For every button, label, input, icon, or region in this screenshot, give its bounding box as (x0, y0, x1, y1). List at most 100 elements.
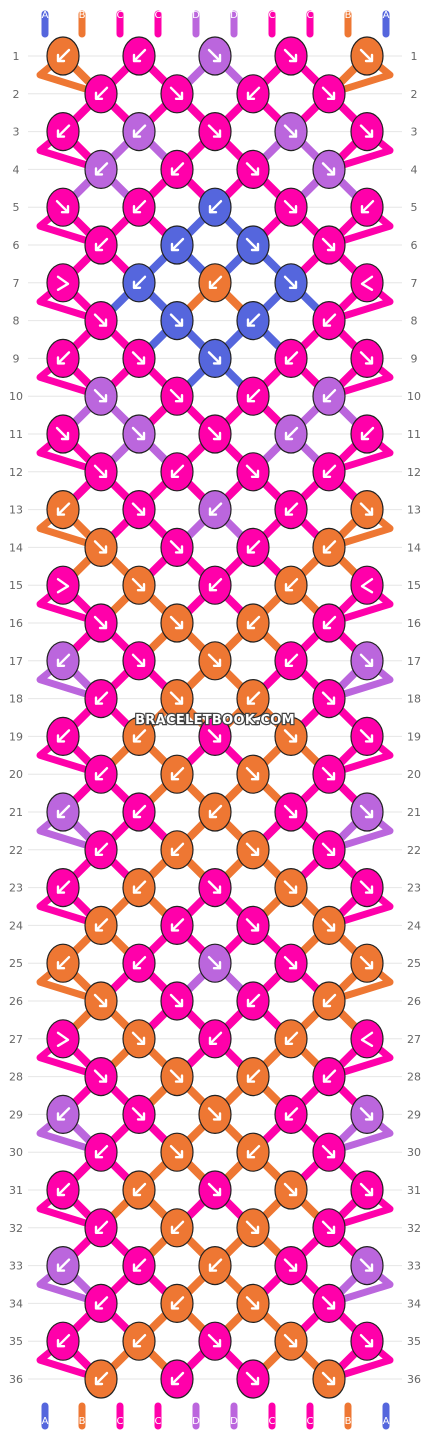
knot-arrow-icon (246, 1144, 261, 1159)
knot-arrow-icon (359, 124, 374, 138)
knot (122, 1094, 156, 1135)
knot (160, 74, 194, 114)
knot-body (46, 565, 80, 605)
knot (84, 149, 118, 189)
row-number-left: 16 (9, 617, 23, 630)
knot-arrow-icon (207, 653, 222, 667)
knot (274, 1170, 308, 1210)
row-number-left: 21 (9, 806, 23, 819)
knot (46, 867, 80, 908)
knot (236, 603, 270, 643)
row-number-right: 9 (411, 352, 418, 365)
knot-arrow-icon (170, 1371, 185, 1386)
knot-arrow-icon (359, 729, 374, 743)
knot-arrow-icon (321, 1144, 336, 1159)
knot-arrow-icon (283, 1258, 298, 1272)
knot (122, 1170, 156, 1210)
knot (84, 981, 118, 1021)
knot (312, 1283, 346, 1324)
row-number-left: 27 (9, 1033, 23, 1046)
knot (274, 1245, 308, 1286)
knot-body (46, 1019, 80, 1059)
knot (274, 867, 308, 908)
knot (84, 603, 118, 643)
knot-arrow-icon (56, 124, 71, 138)
knot (46, 1321, 80, 1361)
knot-arrow-icon (246, 993, 261, 1008)
knot (236, 830, 270, 870)
knot (122, 490, 156, 530)
knot-arrow-icon (56, 1031, 70, 1048)
knot (350, 1094, 384, 1135)
knot-arrow-icon (207, 48, 222, 63)
row-number-right: 27 (407, 1033, 421, 1046)
row-number-left: 23 (9, 882, 23, 895)
knot-arrow-icon (322, 389, 337, 403)
knot (274, 1019, 308, 1059)
row-number-left: 29 (9, 1108, 23, 1121)
knot-arrow-icon (284, 502, 299, 516)
knot (350, 565, 384, 605)
knot-arrow-icon (94, 1220, 109, 1235)
knot-arrow-icon (56, 956, 71, 970)
knot (198, 36, 232, 76)
knot (312, 376, 346, 416)
row-number-left: 11 (9, 428, 23, 441)
knot (122, 1245, 156, 1286)
knot (312, 678, 346, 719)
knot (160, 678, 194, 719)
row-number-left: 32 (9, 1222, 23, 1235)
knot (198, 1019, 232, 1059)
knot-arrow-icon (55, 199, 70, 214)
knot-arrow-icon (283, 1333, 298, 1348)
knot-arrow-icon (132, 804, 147, 819)
knot-arrow-icon (56, 804, 71, 819)
knot (46, 263, 80, 303)
knot-arrow-icon (131, 1031, 146, 1046)
knot (122, 187, 156, 227)
knot (236, 1208, 270, 1248)
row-number-right: 7 (411, 277, 418, 290)
knot-arrow-icon (360, 275, 374, 291)
knot (46, 1245, 80, 1286)
knot (274, 641, 308, 681)
string-label-bottom: D (230, 1416, 238, 1427)
knot-arrow-icon (169, 993, 184, 1008)
knot-arrow-icon (56, 653, 71, 667)
row-number-right: 19 (407, 730, 421, 743)
row-number-left: 14 (9, 541, 23, 554)
knot (350, 1245, 384, 1286)
row-number-right: 4 (411, 163, 418, 176)
knot-arrow-icon (170, 842, 185, 856)
string-label-top: C (117, 10, 124, 21)
knot-arrow-icon (321, 1296, 336, 1310)
knot (274, 490, 308, 530)
row-number-left: 10 (9, 390, 23, 403)
knot (198, 565, 232, 605)
row-number-right: 13 (407, 504, 421, 517)
knot (312, 1359, 346, 1399)
knot-arrow-icon (283, 804, 298, 819)
knot (84, 1132, 118, 1172)
row-number-right: 16 (407, 617, 421, 630)
row-number-right: 3 (411, 126, 418, 139)
knot-arrow-icon (245, 1371, 260, 1386)
knot-arrow-icon (94, 691, 109, 705)
knot (122, 1321, 156, 1361)
knot-arrow-icon (208, 1031, 223, 1046)
row-number-left: 13 (9, 504, 23, 517)
row-number-left: 17 (9, 655, 23, 668)
knot-arrow-icon (207, 1107, 222, 1121)
knot-arrow-icon (322, 540, 337, 554)
knot-arrow-icon (284, 426, 299, 441)
knot (350, 1170, 384, 1210)
knot-arrow-icon (321, 237, 336, 252)
knot-arrow-icon (94, 237, 109, 252)
knot (198, 867, 232, 908)
knot (312, 1056, 346, 1097)
knot (160, 1208, 194, 1248)
knot (312, 452, 346, 492)
knot-arrow-icon (246, 540, 261, 554)
knot-arrow-icon (131, 351, 146, 365)
knot (274, 1094, 308, 1135)
